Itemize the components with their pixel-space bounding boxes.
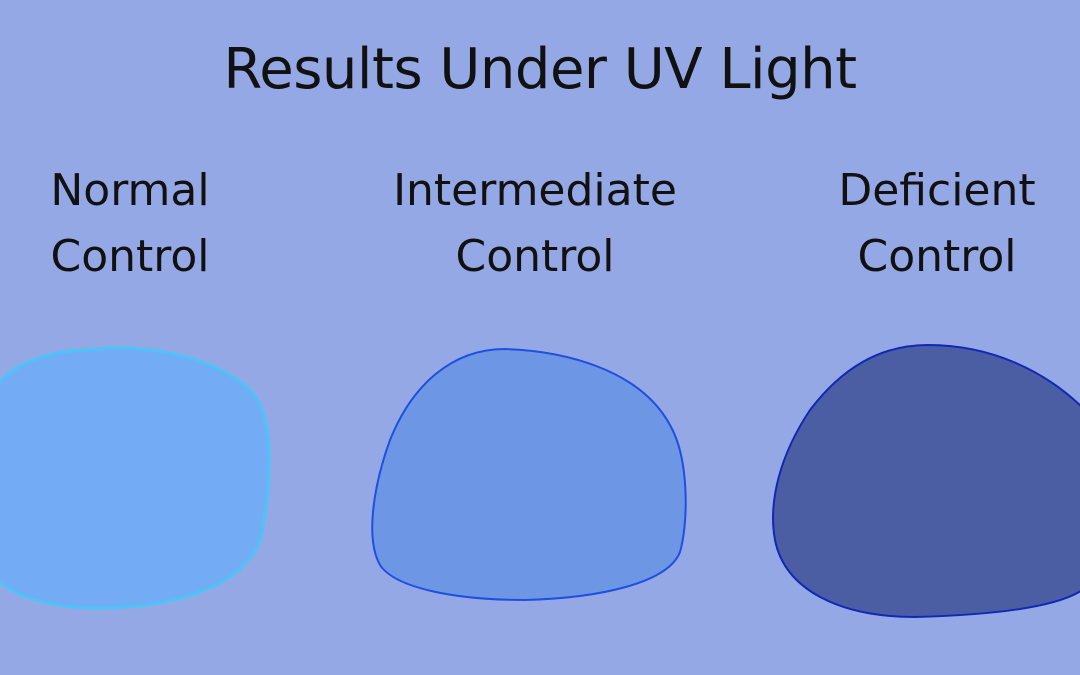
label-normal-control: Normal Control	[0, 158, 310, 290]
label-deficient-line1: Deficient	[838, 165, 1036, 216]
intermediate-control-spot	[371, 347, 687, 602]
label-intermediate-control: Intermediate Control	[355, 158, 715, 290]
deficient-control-spot	[772, 343, 1080, 619]
label-normal-line2: Control	[50, 231, 210, 282]
label-deficient-control: Deficient Control	[757, 158, 1080, 290]
normal-control-spot	[0, 346, 271, 610]
label-intermediate-line2: Control	[455, 231, 615, 282]
label-normal-line1: Normal	[50, 165, 210, 216]
page-title: Results Under UV Light	[223, 37, 857, 102]
label-intermediate-line1: Intermediate	[393, 165, 677, 216]
label-deficient-line2: Control	[857, 231, 1017, 282]
